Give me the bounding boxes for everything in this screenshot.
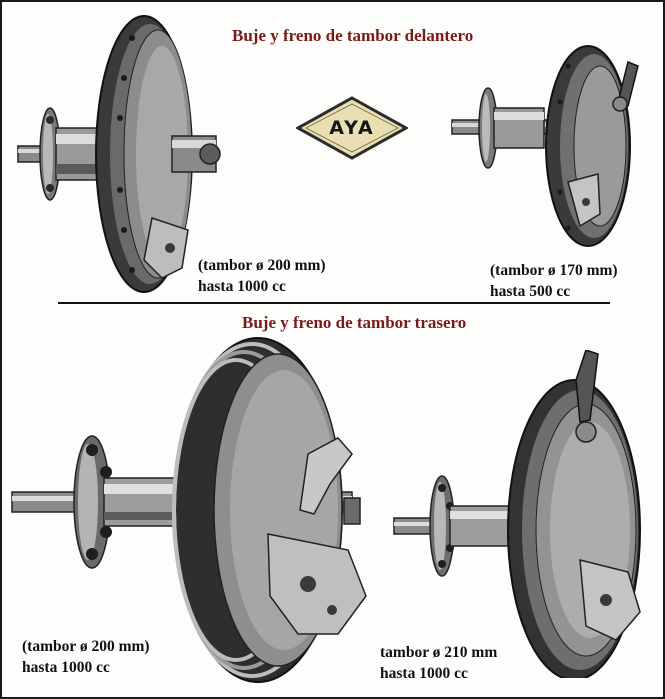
rear-drum-brake-small-illustration — [393, 350, 641, 678]
aya-logo-diamond — [294, 96, 410, 160]
rear-large-caption: (tambor ø 200 mm) hasta 1000 cc — [22, 636, 150, 678]
rear-large-engine-limit: hasta 1000 cc — [22, 659, 110, 676]
section-divider — [58, 302, 610, 304]
rear-small-caption: tambor ø 210 mm hasta 1000 cc — [380, 642, 497, 684]
rear-small-drum-size: tambor ø 210 mm — [380, 644, 498, 661]
front-small-engine-limit: hasta 500 cc — [490, 283, 571, 300]
rear-small-engine-limit: hasta 1000 cc — [380, 665, 468, 682]
front-large-caption: (tambor ø 200 mm) hasta 1000 cc — [198, 255, 326, 297]
front-drum-brake-small-illustration — [451, 45, 639, 247]
aya-logo-text: AYA — [329, 117, 375, 139]
rear-hub-title: Buje y freno de tambor trasero — [242, 313, 467, 332]
front-small-drum-size: (tambor ø 170 mm) — [490, 262, 618, 279]
front-hub-title: Buje y freno de tambor delantero — [232, 26, 474, 45]
front-large-drum-size: (tambor ø 200 mm) — [198, 257, 326, 274]
front-small-caption: (tambor ø 170 mm) hasta 500 cc — [490, 260, 618, 302]
front-drum-brake-large-illustration — [17, 15, 221, 293]
rear-large-drum-size: (tambor ø 200 mm) — [22, 638, 150, 655]
rear-drum-brake-large-illustration — [11, 337, 367, 683]
front-large-engine-limit: hasta 1000 cc — [198, 278, 286, 295]
aya-logo: AYA — [294, 96, 410, 160]
